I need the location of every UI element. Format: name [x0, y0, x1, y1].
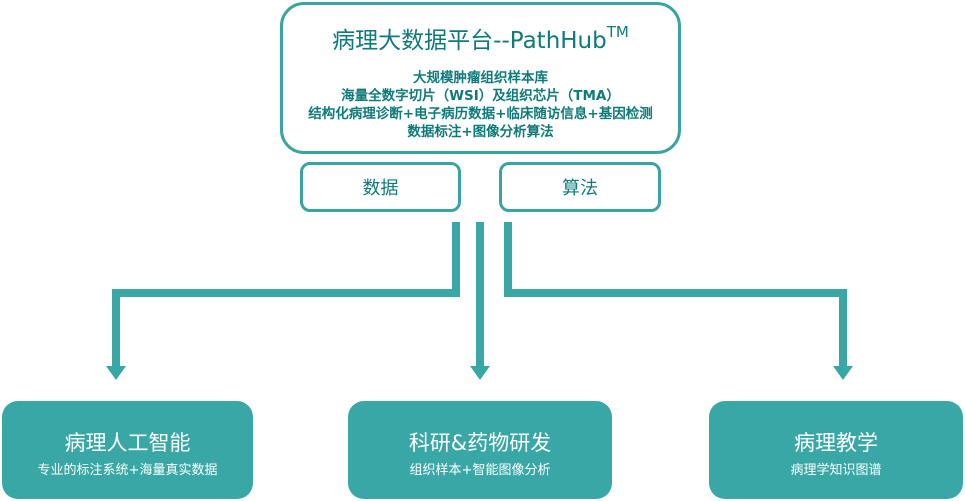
algorithm-pillar-box: 算法 — [499, 162, 661, 212]
output-rd-box: 科研&药物研发 组织样本+智能图像分析 — [348, 401, 612, 499]
platform-line: 数据标注+图像分析算法 — [407, 124, 554, 140]
arrow-to-edu — [504, 222, 847, 368]
platform-line: 结构化病理诊断+电子病历数据+临床随访信息+基因检测 — [308, 106, 653, 122]
arrowhead-rd — [470, 366, 490, 380]
output-rd-title: 科研&药物研发 — [408, 431, 552, 455]
data-pillar-box: 数据 — [300, 162, 461, 212]
output-rd-subtitle: 组织样本+智能图像分析 — [409, 463, 551, 478]
arrowhead-ai — [106, 366, 126, 380]
output-ai-subtitle: 专业的标注系统+海量真实数据 — [37, 463, 218, 478]
platform-box: 病理大数据平台--PathHubTM 大规模肿瘤组织样本库 海量全数字切片（WS… — [280, 2, 681, 154]
platform-description: 大规模肿瘤组织样本库 海量全数字切片（WSI）及组织芯片（TMA） 结构化病理诊… — [283, 69, 678, 141]
arrow-to-ai — [112, 222, 460, 368]
platform-title: 病理大数据平台--PathHubTM — [332, 23, 629, 54]
arrowhead-edu — [833, 366, 853, 380]
platform-line: 大规模肿瘤组织样本库 — [413, 70, 548, 86]
output-ai-box: 病理人工智能 专业的标注系统+海量真实数据 — [2, 401, 253, 499]
output-edu-box: 病理教学 病理学知识图谱 — [709, 401, 963, 499]
trademark-sup: TM — [606, 23, 629, 42]
output-edu-title: 病理教学 — [794, 431, 878, 455]
data-pillar-label: 数据 — [362, 178, 399, 199]
output-edu-subtitle: 病理学知识图谱 — [790, 463, 882, 478]
output-ai-title: 病理人工智能 — [64, 431, 191, 455]
platform-line: 海量全数字切片（WSI）及组织芯片（TMA） — [341, 88, 620, 104]
algorithm-pillar-label: 算法 — [562, 178, 598, 199]
